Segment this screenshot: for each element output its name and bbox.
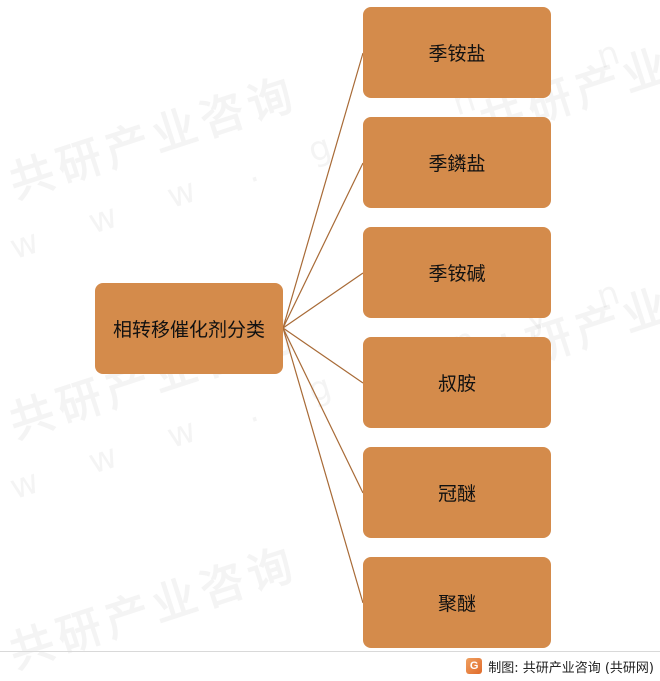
child-node-label: 季鏻盐: [428, 153, 486, 175]
connector-line: [282, 327, 364, 494]
child-node-label: 冠醚: [437, 483, 476, 505]
root-node: 相转移催化剂分类: [95, 283, 283, 374]
child-node-quaternary-phosphonium-salt: 季鏻盐: [363, 117, 551, 208]
child-node-quaternary-ammonium-salt: 季铵盐: [363, 7, 551, 98]
gonyn-logo-icon: G: [466, 658, 483, 674]
root-node-label: 相转移催化剂分类: [112, 319, 265, 341]
child-node-label: 聚醚: [437, 593, 476, 615]
source-footer: G 制图: 共研产业咨询 (共研网): [466, 656, 654, 676]
footer-divider: [0, 651, 660, 652]
child-node-polyether: 聚醚: [363, 557, 551, 648]
child-node-tertiary-amine: 叔胺: [363, 337, 551, 428]
child-node-label: 季铵碱: [428, 263, 486, 285]
connector-line: [282, 162, 364, 329]
connector-line: [282, 327, 364, 384]
source-text: 制图: 共研产业咨询 (共研网): [488, 660, 654, 676]
connector-line: [282, 272, 364, 329]
child-node-label: 季铵盐: [428, 43, 486, 65]
child-node-quaternary-ammonium-base: 季铵碱: [363, 227, 551, 318]
connector-line: [282, 327, 364, 604]
connector-line: [282, 52, 364, 329]
child-node-label: 叔胺: [437, 373, 476, 395]
child-node-crown-ether: 冠醚: [363, 447, 551, 538]
